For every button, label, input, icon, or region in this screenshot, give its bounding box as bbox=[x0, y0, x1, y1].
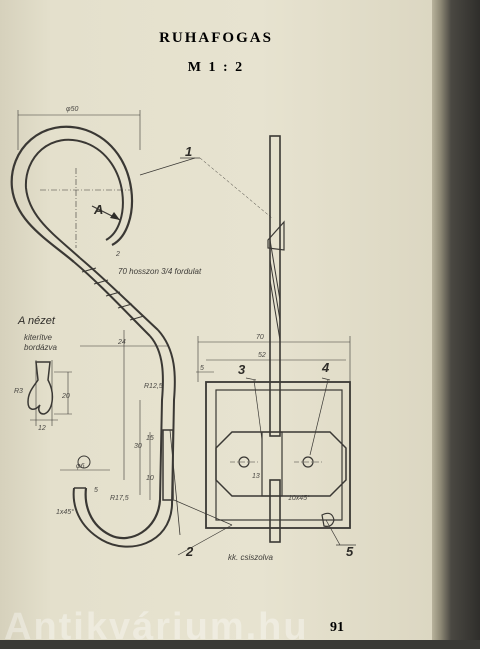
dim-radius-bottom: R17,5 bbox=[110, 495, 129, 502]
watermark: Antikvárium.hu bbox=[4, 606, 309, 648]
dim-vertical-15: 15 bbox=[146, 435, 154, 442]
hook-side-view bbox=[10, 110, 273, 556]
page-number: 91 bbox=[330, 620, 344, 635]
dim-center-24: 24 bbox=[117, 339, 126, 346]
dim-width-inner: 52 bbox=[258, 352, 266, 359]
hook-front-view bbox=[196, 135, 356, 546]
bottom-note: kk. csiszolva bbox=[228, 553, 273, 562]
technical-drawing: φ50 1 A 2 70 hosszon 3/4 fordulat A néze… bbox=[10, 106, 356, 562]
dim-view-height: 20 bbox=[61, 393, 70, 400]
scale-label: M 1 : 2 bbox=[187, 60, 245, 75]
dim-chamfer: 10x45° bbox=[288, 494, 310, 502]
dim-left-offset: 5 bbox=[200, 365, 204, 372]
detail-view-a bbox=[27, 360, 72, 426]
view-marker-a: A bbox=[93, 202, 103, 217]
book-page bbox=[0, 0, 432, 640]
part-label-1: 1 bbox=[185, 144, 192, 159]
view-a-note-line1: kiterítve bbox=[24, 333, 53, 342]
dim-view-width: 12 bbox=[38, 425, 46, 432]
view-a-note-line2: bordázva bbox=[24, 343, 57, 352]
dim-plate-13: 13 bbox=[252, 473, 260, 480]
part-label-4: 4 bbox=[321, 360, 330, 375]
dim-gap-2: 2 bbox=[115, 251, 120, 258]
dim-vertical-30: 30 bbox=[134, 443, 142, 450]
page-title: RUHAFOGAS bbox=[159, 30, 273, 46]
view-a-title: A nézet bbox=[17, 315, 56, 327]
dim-diameter-top: φ50 bbox=[66, 106, 78, 113]
dim-view-r: R3 bbox=[14, 388, 23, 395]
dim-width-outer: 70 bbox=[256, 334, 264, 341]
part-label-3: 3 bbox=[238, 362, 246, 377]
dim-vertical-10: 10 bbox=[146, 475, 154, 482]
page-edge-shadow bbox=[432, 0, 480, 640]
twist-note: 70 hosszon 3/4 fordulat bbox=[118, 267, 202, 276]
dim-small-diameter: φ6 bbox=[76, 463, 85, 470]
dim-small-gap: 5 bbox=[94, 487, 98, 494]
dim-radius-top: R12,5 bbox=[144, 383, 163, 390]
part-label-2: 2 bbox=[185, 544, 194, 559]
dim-left-angle: 1x45° bbox=[56, 508, 74, 516]
part-label-5: 5 bbox=[346, 544, 354, 559]
